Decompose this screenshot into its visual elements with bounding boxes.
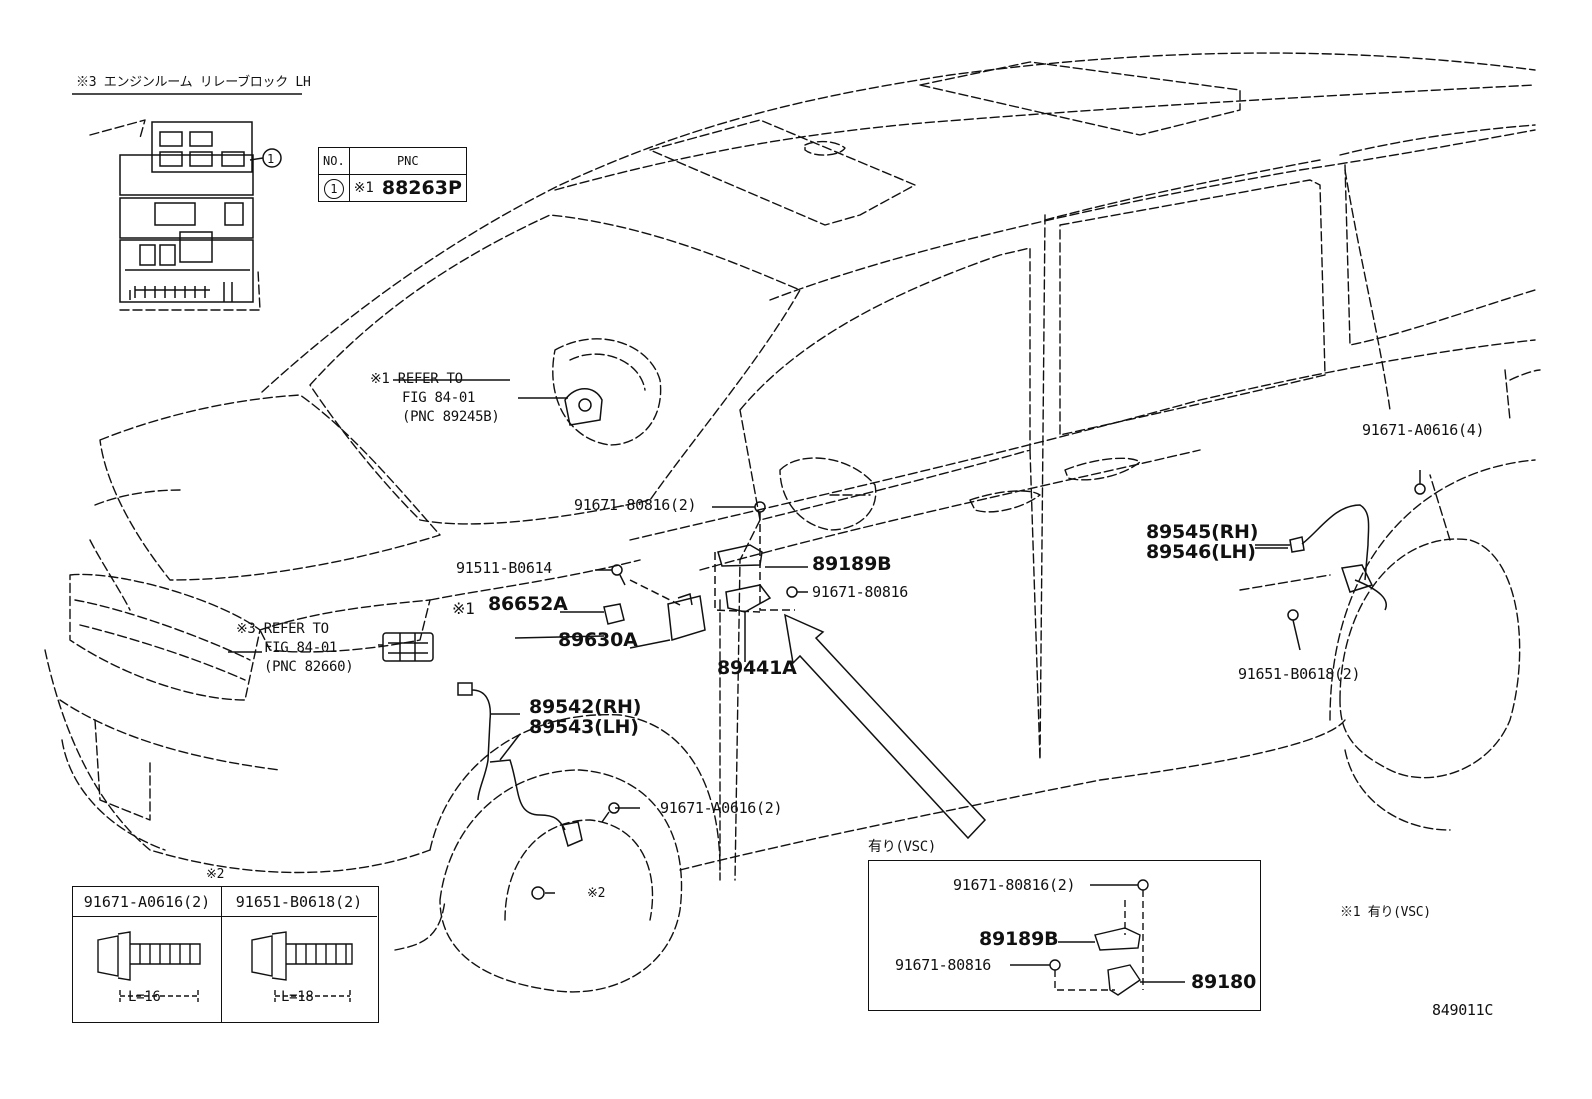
pnc-table-header-no: NO. xyxy=(318,147,350,175)
front-wheel-arch xyxy=(429,713,721,871)
pnc-row-note: ※1 xyxy=(348,174,378,202)
label-89441A: 89441A xyxy=(717,657,797,679)
label-91671-80816-2: 91671-80816(2) xyxy=(574,496,697,514)
refer-steering-line-3: (PNC 89245B) xyxy=(402,409,500,425)
vsc-label-89189B: 89189B xyxy=(979,928,1059,950)
relay-connector-drawing xyxy=(378,632,434,662)
pnc-table-row: 1 ※1 88263P xyxy=(318,174,467,202)
label-89545-rh: 89545(RH) xyxy=(1146,521,1259,543)
vsc-label-89180: 89180 xyxy=(1191,971,1257,993)
refer-steering-line-2: FIG 84-01 xyxy=(402,390,476,406)
front-sensor-harness-drawing xyxy=(457,682,583,848)
bolt-col-2-part: 91651-B0618(2) xyxy=(221,887,377,917)
relay-block-drawing xyxy=(119,121,282,303)
label-91511-B0614: 91511-B0614 xyxy=(456,559,553,577)
pnc-table-header-row: NO. PNC xyxy=(318,147,467,175)
pointer-arrow xyxy=(784,613,987,840)
hood xyxy=(99,394,441,581)
steering-angle-sensor-drawing xyxy=(518,388,603,426)
callout-circle-label: 1 xyxy=(267,152,274,166)
bracket-drawing xyxy=(712,501,808,662)
rear-wheel-arch xyxy=(1329,459,1536,721)
bolt-col-2-length: L=18 xyxy=(281,989,314,1005)
pnc-row-number-circle: 1 xyxy=(323,178,344,199)
pnc-table-header-pnc: PNC xyxy=(348,147,467,175)
door-mirror xyxy=(779,457,877,531)
windshield xyxy=(309,214,801,525)
bolt-col-1-part: 91671-A0616(2) xyxy=(73,887,221,917)
label-89546-lh: 89546(LH) xyxy=(1146,541,1256,563)
label-91651-B0618-2: 91651-B0618(2) xyxy=(1238,665,1361,683)
vsc-label-91671-80816: 91671-80816 xyxy=(895,956,992,974)
van-roof-outline xyxy=(261,52,1536,393)
refer-relay-line-2: FIG 84-01 xyxy=(264,640,338,656)
rear-sensor-harness-drawing xyxy=(1255,470,1426,651)
label-91671-A0616-2: 91671-A0616(2) xyxy=(660,799,783,817)
leader-lines xyxy=(228,379,1288,653)
pnc-row-code: 88263P xyxy=(377,174,467,202)
refer-label-relay: ※3 REFER TO FIG 84-01 (PNC 82660) xyxy=(236,620,354,677)
bolt-table-drawings xyxy=(97,931,353,1002)
sunroof-rear xyxy=(919,61,1241,136)
front-door-window xyxy=(739,247,1031,521)
label-89189B: 89189B xyxy=(812,553,892,575)
pnc-table: NO. PNC 1 ※1 88263P xyxy=(318,147,467,202)
refer-relay-line-3: (PNC 82660) xyxy=(264,659,354,675)
note-1-label: ※1 xyxy=(452,599,475,618)
front-wheel xyxy=(439,769,683,993)
refer-label-steering: ※1 REFER TO FIG 84-01 (PNC 89245B) xyxy=(370,370,500,427)
inset-title: ※3 エンジンルーム リレーブロック LH xyxy=(76,75,311,90)
rear-wheel xyxy=(1339,538,1521,779)
steering-wheel xyxy=(552,338,662,446)
label-89543-lh: 89543(LH) xyxy=(529,716,639,738)
label-89630A: 89630A xyxy=(558,629,638,651)
vsc-box-drawings xyxy=(1010,879,1185,996)
label-91671-80816: 91671-80816 xyxy=(812,583,909,601)
vsc-label-91671-80816-2: 91671-80816(2) xyxy=(953,876,1076,894)
front-bolts-drawing xyxy=(531,802,640,900)
refer-steering-line-1: ※1 REFER TO xyxy=(370,371,463,387)
label-89542-rh: 89542(RH) xyxy=(529,696,642,718)
front-grille xyxy=(69,573,261,701)
footnote: ※1 有り(VSC) xyxy=(1340,905,1431,920)
vsc-box: 91671-80816(2) 89189B 91671-80816 89180 xyxy=(868,860,1261,1011)
label-91671-A0616-4: 91671-A0616(4) xyxy=(1362,421,1485,439)
figure-code: 849011C xyxy=(1432,1001,1494,1019)
bolt-col-1-length: L=16 xyxy=(128,989,161,1005)
center-parts-drawing xyxy=(560,564,706,649)
note-2-label: ※2 xyxy=(587,886,606,901)
vsc-box-title: 有り(VSC) xyxy=(868,839,937,855)
refer-relay-line-1: ※3 REFER TO xyxy=(236,621,329,637)
bolt-table: 91671-A0616(2) 91651-B0618(2) L=16 L=18 xyxy=(72,886,379,1023)
bolt-table-note: ※2 xyxy=(206,867,225,882)
label-86652A: 86652A xyxy=(488,593,568,615)
sliding-door-window xyxy=(1059,179,1326,436)
sunroof-front xyxy=(649,119,916,226)
